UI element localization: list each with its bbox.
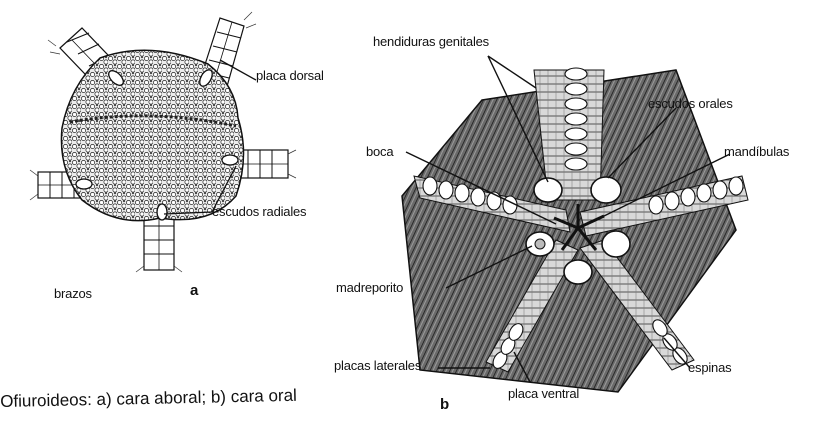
label-escudos-orales: escudos orales (648, 96, 733, 111)
aboral-disc (61, 50, 243, 220)
aboral-view (30, 12, 296, 272)
label-placas-laterales: placas laterales (334, 358, 421, 373)
madreporite-plate (535, 239, 545, 249)
label-hendiduras-genitales: hendiduras genitales (373, 34, 489, 49)
label-madreporito: madreporito (336, 280, 403, 295)
figure-a-letter: a (190, 282, 198, 299)
label-placa-ventral: placa ventral (508, 386, 579, 401)
label-mandibulas: mandíbulas (724, 144, 789, 159)
label-placa-dorsal: placa dorsal (256, 68, 324, 83)
label-boca: boca (366, 144, 393, 159)
label-brazos: brazos (54, 286, 92, 301)
label-espinas: espinas (688, 360, 731, 375)
figure-b-letter: b (440, 396, 449, 413)
label-escudos-radiales: escudos radiales (212, 204, 306, 219)
